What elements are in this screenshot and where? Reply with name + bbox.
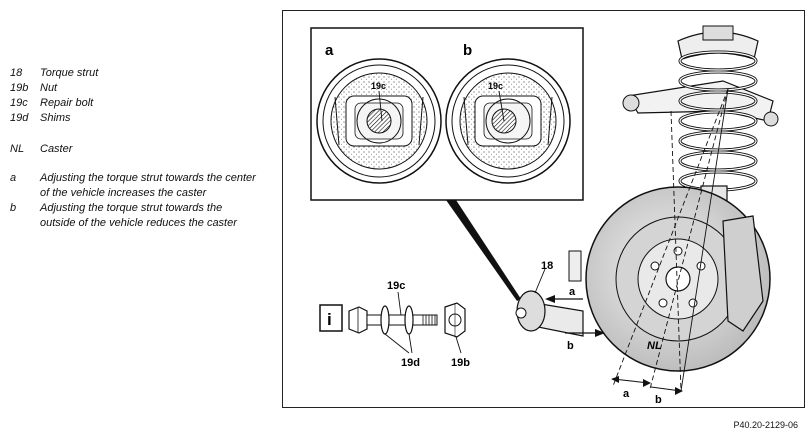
legend: 18 Torque strut 19b Nut 19c Repair bolt … (10, 66, 260, 231)
arrow-a: a (545, 286, 583, 303)
svg-text:a: a (623, 388, 630, 400)
legend-key: b (10, 202, 17, 214)
svg-text:b: b (567, 340, 574, 352)
legend-text: Repair bolt (40, 97, 94, 109)
legend-item: NL Caster (10, 142, 260, 157)
legend-key: 18 (10, 67, 23, 79)
legend-item: 19b Nut (10, 81, 260, 96)
inset-label-a: a (325, 42, 334, 59)
dimension-a: a (611, 376, 651, 400)
legend-key: NL (10, 143, 25, 155)
inset-detail: a b 19c (310, 27, 584, 201)
repair-bolt-exploded: 19c 19d 19b (348, 280, 470, 369)
figure-frame: a b 19c (282, 10, 805, 408)
legend-key: 19c (10, 97, 28, 109)
legend-item: a Adjusting the torque strut towards the… (10, 171, 260, 201)
legend-text: Shims (40, 112, 71, 124)
callout-19c-b: 19c (488, 81, 503, 91)
inset-label-b: b (463, 42, 472, 59)
legend-text: Adjusting the torque strut towards the c… (40, 172, 256, 199)
caster-lines (612, 88, 729, 392)
callout-19b: 19b (451, 357, 470, 369)
legend-text: Adjusting the torque strut towards the o… (40, 202, 237, 229)
label-nl: NL (647, 340, 662, 352)
inset-pointer (446, 200, 521, 301)
legend-item: b Adjusting the torque strut towards the… (10, 201, 260, 231)
svg-text:b: b (655, 394, 662, 406)
legend-key: a (10, 172, 17, 184)
arrow-b: b (565, 329, 605, 352)
callout-19c-a: 19c (371, 81, 386, 91)
legend-item: 18 Torque strut (10, 66, 260, 81)
dimension-b: b (650, 386, 683, 406)
legend-key: 19d (10, 112, 29, 124)
legend-key: 19b (10, 82, 29, 94)
legend-text: Caster (40, 143, 73, 155)
info-icon: i (319, 304, 343, 332)
brake-caliper (722, 215, 764, 332)
callout-18: 18 (541, 260, 553, 272)
svg-text:i: i (327, 310, 332, 329)
callout-19c: 19c (387, 280, 405, 292)
nut-19b (444, 302, 466, 338)
legend-item: 19d Shims (10, 111, 260, 126)
legend-text: Torque strut (40, 67, 99, 79)
legend-item: 19c Repair bolt (10, 96, 260, 111)
callout-19d: 19d (401, 357, 420, 369)
torque-strut-18: 18 (515, 250, 584, 337)
suspension-illustration: a b 19c (310, 25, 779, 406)
bushing-b: 19c (445, 58, 571, 184)
legend-text: Nut (40, 82, 58, 94)
svg-text:a: a (569, 286, 576, 298)
figure-id: P40.20-2129-06 (733, 420, 798, 430)
bushing-a: 19c (316, 58, 442, 184)
